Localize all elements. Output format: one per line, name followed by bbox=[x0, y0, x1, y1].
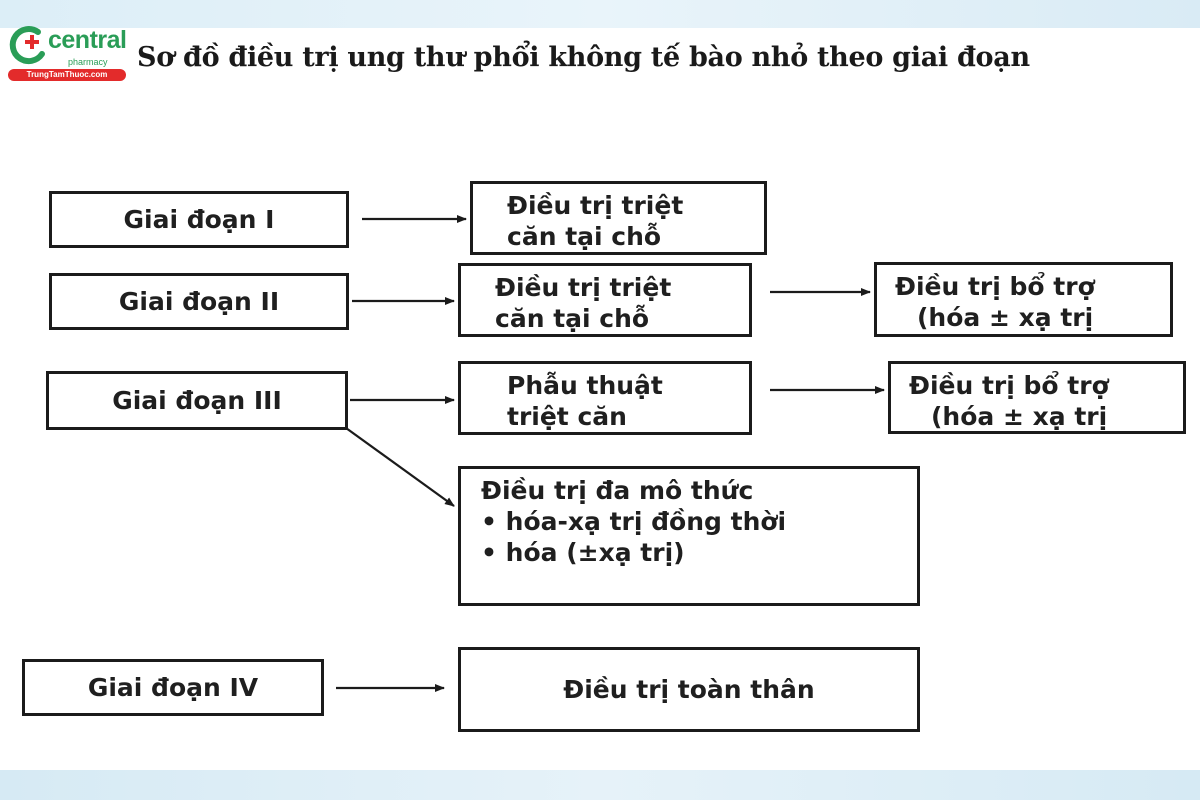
stage-1-box: Giai đoạn I bbox=[49, 191, 349, 248]
central-pharmacy-logo: central pharmacy TrungTamThuoc.com bbox=[6, 24, 130, 82]
local-treatment-box-1: Điều trị triệt căn tại chỗ bbox=[470, 181, 767, 255]
adjuvant-2-line1: Điều trị bổ trợ bbox=[909, 371, 1109, 400]
diagram-title: Sơ đồ điều trị ung thư phổi không tế bào… bbox=[137, 42, 1030, 73]
multimodal-item-1: • hóa-xạ trị đồng thời bbox=[481, 507, 787, 536]
multimodal-item-2: • hóa (±xạ trị) bbox=[481, 538, 685, 567]
systemic-treatment-label: Điều trị toàn thân bbox=[563, 675, 815, 704]
arrow-stage3-to-multimodal bbox=[345, 427, 455, 507]
surgery-line1: Phẫu thuật bbox=[507, 371, 663, 400]
logo-wordmark: central bbox=[48, 26, 127, 54]
local-treatment-box-2: Điều trị triệt căn tại chỗ bbox=[458, 263, 752, 337]
adjuvant-treatment-box-2: Điều trị bổ trợ (hóa ± xạ trị bbox=[888, 361, 1186, 434]
adjuvant-1-line1: Điều trị bổ trợ bbox=[895, 272, 1095, 301]
surgery-box: Phẫu thuật triệt căn bbox=[458, 361, 752, 435]
stage-1-label: Giai đoạn I bbox=[123, 205, 275, 234]
systemic-treatment-box: Điều trị toàn thân bbox=[458, 647, 920, 732]
logo-badge: TrungTamThuoc.com bbox=[8, 69, 126, 81]
surgery-line2: triệt căn bbox=[507, 402, 627, 431]
stage-2-label: Giai đoạn II bbox=[118, 287, 280, 316]
adjuvant-2-line2: (hóa ± xạ trị bbox=[931, 402, 1108, 431]
local-treatment-1-line1: Điều trị triệt bbox=[507, 191, 684, 220]
logo-cross-icon bbox=[9, 26, 45, 65]
stage-4-box: Giai đoạn IV bbox=[22, 659, 324, 716]
logo-subtitle: pharmacy bbox=[68, 57, 108, 67]
multimodal-treatment-box: Điều trị đa mô thức • hóa-xạ trị đồng th… bbox=[458, 466, 920, 606]
stage-3-box: Giai đoạn III bbox=[46, 371, 348, 430]
local-treatment-2-line1: Điều trị triệt bbox=[495, 273, 672, 302]
multimodal-heading: Điều trị đa mô thức bbox=[481, 476, 754, 505]
stage-2-box: Giai đoạn II bbox=[49, 273, 349, 330]
stage-4-label: Giai đoạn IV bbox=[87, 673, 259, 702]
local-treatment-1-line2: căn tại chỗ bbox=[507, 222, 662, 251]
adjuvant-treatment-box-1: Điều trị bổ trợ (hóa ± xạ trị bbox=[874, 262, 1173, 337]
adjuvant-1-line2: (hóa ± xạ trị bbox=[917, 303, 1094, 332]
local-treatment-2-line2: căn tại chỗ bbox=[495, 304, 650, 333]
stage-3-label: Giai đoạn III bbox=[112, 386, 282, 415]
bottom-band bbox=[0, 770, 1200, 800]
